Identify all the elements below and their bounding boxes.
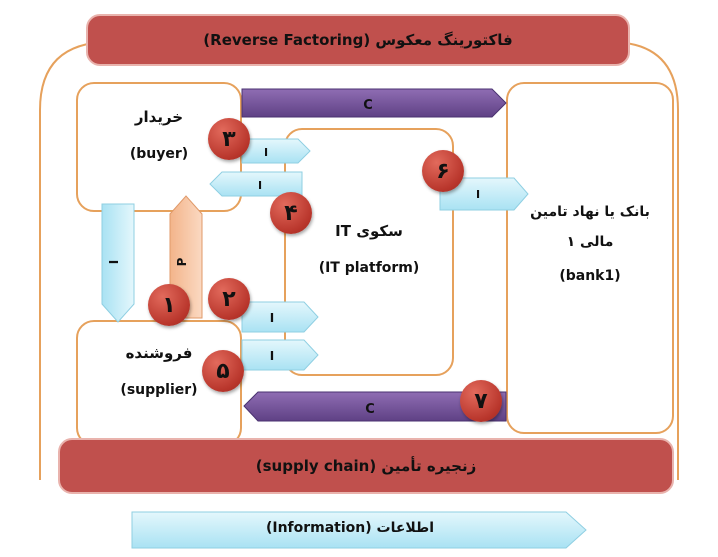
bank-line1-label: بانک یا نهاد تامین [530,204,650,220]
info-arrow-buyer-to-supplier: I [101,203,135,323]
step-badge-2: ۲ [208,278,250,320]
supply-chain-label: زنجیره تأمین (supply chain) [255,457,477,475]
cash-bottom-label: C [365,402,375,417]
buyer-fa-label: خریدار [134,108,184,126]
info-arrow-supplier-to-platform-2: I [241,301,319,333]
title-banner: فاکتورینگ معکوس (Reverse Factoring) [86,14,630,66]
svg-text:I: I [270,349,274,363]
bank-box: بانک یا نهاد تامین مالی ۱ (bank1) [506,82,674,434]
cash-arrow-top: C [241,88,507,118]
step-badge-4: ۴ [270,192,312,234]
platform-en-label: (IT platform) [318,260,420,276]
supplier-en-label: (supplier) [120,382,198,398]
bank-en-label: (bank1) [559,268,621,284]
supply-chain-banner: زنجیره تأمین (supply chain) [58,438,674,494]
cash-top-label: C [363,98,373,113]
info-arrow-platform-to-bank: I [439,177,529,211]
info-arrow-supplier-to-platform-5: I [241,339,319,371]
title-text: فاکتورینگ معکوس (Reverse Factoring) [203,31,513,49]
svg-text:P: P [175,257,189,266]
svg-text:I: I [270,311,274,325]
supplier-fa-label: فروشنده [125,344,193,362]
info-arrow-buyer-to-platform: I [241,138,311,164]
legend-info-arrow [131,511,587,549]
svg-text:I: I [107,260,121,264]
buyer-en-label: (buyer) [129,146,189,162]
step-badge-1: ۱ [148,284,190,326]
info-arrow-platform-to-buyer: I [209,171,303,197]
platform-fa-label: سکوی IT [335,222,403,240]
svg-text:I: I [476,188,480,201]
bank-line2-label: مالی ۱ [566,234,614,250]
cash-arrow-bottom: C [243,391,507,422]
step-badge-3: ۳ [208,118,250,160]
legend-label: اطلاعات (Information) [265,520,435,536]
step-badge-5: ۵ [202,350,244,392]
step-badge-6: ۶ [422,150,464,192]
step-badge-7: ۷ [460,380,502,422]
svg-text:I: I [258,179,262,192]
svg-text:I: I [264,146,268,159]
